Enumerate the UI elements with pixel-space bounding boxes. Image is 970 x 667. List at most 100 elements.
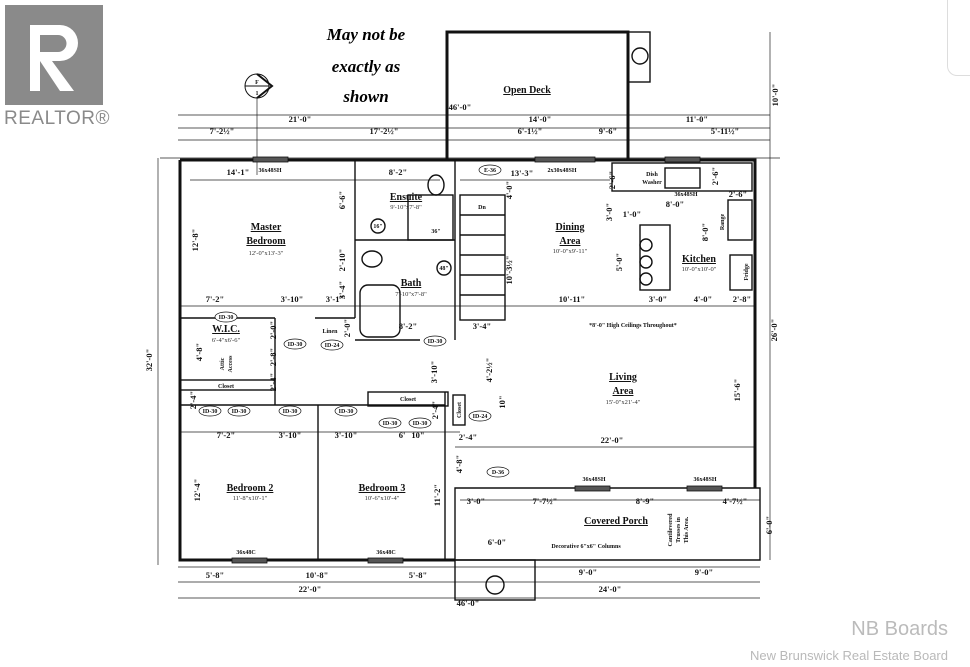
dimension-label: 3'-0" bbox=[604, 203, 614, 221]
room-label: 11'-8"x10'-1" bbox=[233, 495, 268, 502]
door-tag bbox=[283, 338, 307, 350]
open-deck bbox=[445, 30, 651, 160]
window-label: 2x30x48SH bbox=[547, 168, 576, 174]
attic-access-label: Access bbox=[228, 355, 234, 373]
dimension-label: 12'-8" bbox=[190, 229, 200, 252]
fixture-label: Closet bbox=[400, 397, 416, 403]
room-label: W.I.C. bbox=[212, 324, 240, 335]
dimension-label: 3'-4" bbox=[337, 281, 347, 299]
disclaimer-note: May not be bbox=[326, 25, 406, 44]
room-label: 10'-0"x9'-11" bbox=[553, 248, 588, 255]
window-label: 36x48SH bbox=[258, 168, 281, 174]
section-marker-label: 1 bbox=[256, 91, 259, 97]
room-label: 9'-10"x7'-8" bbox=[390, 204, 422, 211]
dimension-label: 9'-0" bbox=[695, 567, 713, 577]
room-label: Bedroom bbox=[246, 236, 286, 247]
dimension-label: 46'-0" bbox=[457, 598, 480, 608]
dimension-label: 8'-9" bbox=[636, 496, 654, 506]
page-edge bbox=[947, 0, 970, 76]
ceiling-note: *8'-0" High Ceilings Throughout* bbox=[589, 323, 677, 329]
dimension-label: 9'-6" bbox=[599, 126, 617, 136]
dimension-label: 10'-0" bbox=[770, 84, 780, 107]
fixture-label: Closet bbox=[218, 384, 234, 390]
dimension-label: 2'-0" bbox=[342, 319, 352, 337]
trusses-note: Cantilevered bbox=[668, 513, 674, 547]
door-label: ID-30 bbox=[288, 342, 303, 348]
dimension-label: 4'-0" bbox=[504, 181, 514, 199]
interior-walls bbox=[179, 160, 753, 560]
dimension-label: 10'-11" bbox=[559, 294, 585, 304]
dimension-label: 3'-1" bbox=[326, 294, 344, 304]
door-tag bbox=[278, 405, 302, 417]
dimension-label: 2'-8" bbox=[268, 348, 278, 366]
door-tag bbox=[320, 339, 344, 351]
door-label: ID-30 bbox=[203, 409, 218, 415]
dimension-label: 26'-0" bbox=[769, 319, 779, 342]
room-label: 7'-10"x7'-8" bbox=[395, 291, 427, 298]
section-marker-label: F bbox=[255, 80, 259, 86]
door-tag bbox=[478, 164, 502, 176]
dimension-label: 21'-0" bbox=[289, 114, 312, 124]
disclaimer-note: shown bbox=[342, 87, 388, 106]
dimension-label: 3'-0" bbox=[467, 496, 485, 506]
window-label: 36x48C bbox=[376, 550, 395, 556]
dimension-label: 9'-0" bbox=[579, 567, 597, 577]
dimension-label: 4'-7½" bbox=[723, 496, 748, 506]
dimension-label: 2'-10" bbox=[337, 249, 347, 272]
dimension-label: 2'-6" bbox=[729, 189, 747, 199]
dimension-label: 4'-8" bbox=[454, 455, 464, 473]
dimension-label: 5'-0" bbox=[614, 253, 624, 271]
window-label: 36x48SH bbox=[674, 192, 697, 198]
room-label: 12'-0"x13'-3" bbox=[249, 250, 284, 257]
attic-access-label: Attic bbox=[220, 357, 226, 370]
room-label: Ensuite bbox=[390, 192, 423, 203]
dimension-label: 14'-1" bbox=[227, 167, 250, 177]
watermark-brand: NB Boards bbox=[851, 618, 948, 640]
dimension-label: 5'-11½" bbox=[711, 126, 740, 136]
room-label: Covered Porch bbox=[584, 516, 648, 527]
window-label: 36x48SH bbox=[582, 477, 605, 483]
windows bbox=[231, 156, 723, 564]
dimension-label: 6'-1½" bbox=[518, 126, 543, 136]
dimension-label: 8'-2" bbox=[389, 167, 407, 177]
dimension-label: 2'-6" bbox=[607, 171, 617, 189]
trusses-note: Trusses in bbox=[676, 516, 682, 542]
dimension-label: 7'-7½" bbox=[533, 496, 558, 506]
dimension-label: 14'-0" bbox=[529, 114, 552, 124]
dimension-label: 22'-0" bbox=[299, 584, 322, 594]
dimension-label: 2'-4" bbox=[430, 401, 440, 419]
dimension-label: 2'-6" bbox=[710, 167, 720, 185]
fixture-label: 48" bbox=[439, 266, 448, 272]
dimension-label: 6'-6" bbox=[337, 191, 347, 209]
dimension-label: 4'-0" bbox=[694, 294, 712, 304]
fixture-label: Fridge bbox=[744, 263, 750, 280]
door-tag bbox=[486, 466, 510, 478]
dimension-label: 1'-0" bbox=[623, 209, 641, 219]
section-marker bbox=[244, 73, 274, 175]
room-label: 15'-0"x21'-4" bbox=[606, 399, 641, 406]
door-tag bbox=[227, 405, 251, 417]
room-label: Master bbox=[251, 222, 282, 233]
dimension-label: 10'-8" bbox=[306, 570, 329, 580]
room-label: Kitchen bbox=[682, 254, 716, 265]
room-label: 6'-4"x6'-6" bbox=[212, 337, 241, 344]
room-label: 10'-0"x10'-0" bbox=[682, 266, 717, 273]
door-tag bbox=[468, 410, 492, 422]
dimension-label: 8'-0" bbox=[666, 199, 684, 209]
door-tag bbox=[214, 311, 238, 323]
dimension-label: 5'-8" bbox=[409, 570, 427, 580]
door-tag bbox=[378, 417, 402, 429]
dimension-label: 7'-2" bbox=[217, 430, 235, 440]
exterior-walls bbox=[178, 158, 761, 601]
fixture-label: Washer bbox=[642, 180, 662, 186]
dimension-label: 7'-2" bbox=[206, 294, 224, 304]
dimension-label: 22'-0" bbox=[601, 435, 624, 445]
door-label: ID-30 bbox=[283, 409, 298, 415]
door-label: ID-30 bbox=[232, 409, 247, 415]
door-label: E-36 bbox=[484, 168, 496, 174]
dimension-label: 24'-0" bbox=[599, 584, 622, 594]
window-label: 36x48SH bbox=[693, 477, 716, 483]
